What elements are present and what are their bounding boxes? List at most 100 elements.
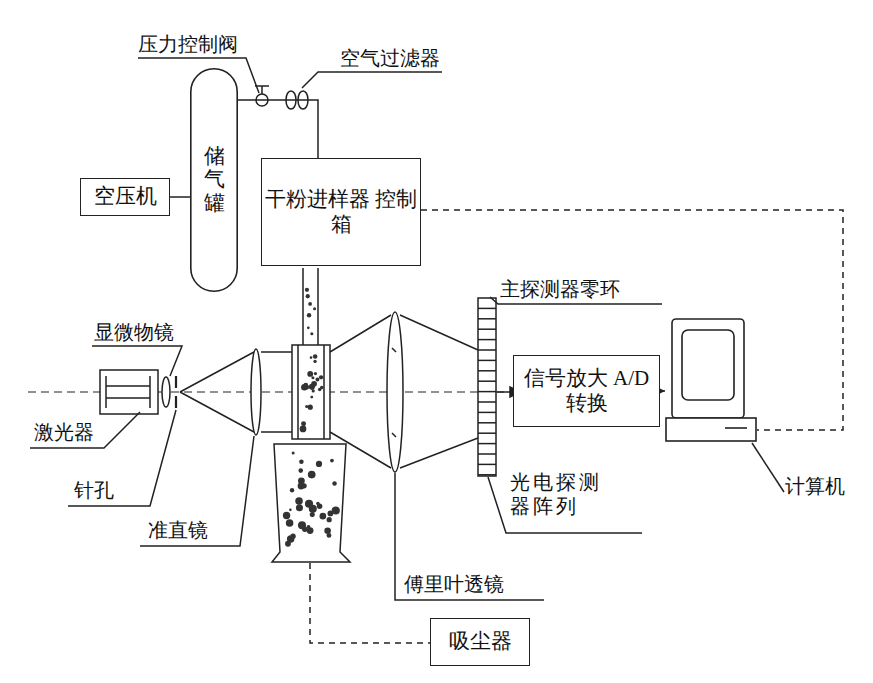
detector-array	[478, 298, 496, 476]
part-label: 准直镜	[148, 518, 208, 542]
beam	[180, 352, 254, 432]
particle	[314, 372, 317, 375]
leader-line	[302, 72, 442, 88]
detector-cell	[478, 349, 496, 351]
feeder-control-box: 干粉进样器 控制箱	[261, 158, 421, 266]
particle	[296, 504, 303, 511]
computer: 计算机	[665, 318, 757, 442]
beam	[400, 315, 478, 468]
particle	[308, 405, 313, 410]
particle	[308, 302, 312, 306]
particle	[308, 471, 316, 479]
leader-line	[752, 443, 784, 492]
node-text: 干粉进样器 控制箱	[262, 187, 420, 237]
particle	[307, 525, 311, 529]
computer-base	[666, 418, 756, 441]
particle	[299, 459, 304, 464]
particle	[310, 356, 313, 359]
particle	[289, 509, 292, 512]
particles	[305, 288, 316, 336]
objective-lens	[162, 377, 170, 407]
laser-detail	[106, 376, 150, 408]
particle	[327, 533, 332, 538]
particle	[313, 354, 318, 359]
laser	[100, 370, 158, 414]
part-label: 针孔	[74, 478, 114, 502]
particle	[315, 378, 319, 382]
particle	[290, 534, 295, 539]
part-label: 傅里叶透镜	[404, 572, 504, 596]
particle	[313, 360, 316, 363]
collecting-bin	[272, 444, 350, 562]
detector-cell	[478, 464, 496, 466]
detector-cell	[478, 432, 496, 434]
particle	[290, 488, 294, 492]
detector-cell	[478, 474, 496, 476]
detector-cell	[478, 422, 496, 424]
particle	[324, 527, 331, 534]
particle	[319, 375, 323, 379]
part-label: 光电探测器阵列	[510, 470, 614, 518]
node-text: 吸尘器	[449, 629, 512, 654]
air-tank: 储气罐	[190, 68, 238, 292]
detector-cell	[478, 339, 496, 341]
particle	[283, 512, 290, 519]
particle	[292, 451, 295, 454]
beam	[261, 352, 292, 432]
detector-cell	[478, 370, 496, 372]
cell-window	[298, 345, 324, 439]
detector-cells	[478, 308, 496, 474]
leader-line	[140, 436, 254, 546]
particle	[285, 541, 291, 547]
particle	[306, 294, 310, 298]
compressor-box: 空压机	[80, 178, 170, 216]
particle	[320, 513, 327, 520]
detector-cell	[478, 401, 496, 403]
particle	[310, 332, 313, 335]
fourier-lens	[387, 312, 403, 472]
part-label: 激光器	[34, 420, 94, 444]
particle	[307, 326, 310, 329]
particle	[332, 506, 340, 514]
particle	[298, 468, 303, 473]
particle	[316, 461, 322, 467]
feed-tube	[303, 268, 318, 345]
signal-box: 信号放大 A/D转换	[513, 355, 660, 427]
drive-slot	[725, 427, 747, 429]
dust-collector-box: 吸尘器	[430, 618, 530, 666]
particle	[327, 517, 332, 522]
particles	[300, 354, 324, 432]
connector	[237, 100, 318, 158]
particle	[330, 459, 334, 463]
particle	[310, 396, 313, 399]
particle	[309, 505, 317, 513]
particle	[307, 313, 311, 317]
detector-cell	[478, 328, 496, 330]
particle	[316, 502, 320, 506]
node-text: 空压机	[94, 184, 157, 209]
particle	[332, 481, 337, 486]
particle	[295, 497, 303, 505]
particle	[313, 307, 316, 310]
tank-outline	[191, 69, 237, 291]
collimator-lens	[251, 349, 261, 435]
particle	[307, 371, 313, 377]
particle	[305, 288, 309, 292]
part-label: 主探测器零环	[500, 277, 620, 301]
monitor	[672, 319, 744, 418]
screen	[682, 330, 734, 400]
part-label: 压力控制阀	[138, 32, 238, 56]
sample-cell	[292, 345, 330, 439]
part-label: 空气过滤器	[340, 46, 440, 70]
detector-cell	[478, 453, 496, 455]
particle	[311, 376, 314, 379]
particle	[303, 383, 308, 388]
node-text: 计算机	[785, 474, 845, 498]
detector-cell	[478, 380, 496, 382]
leader-line	[30, 412, 140, 448]
lens-mark	[392, 348, 396, 437]
particle	[309, 384, 315, 390]
node-text: 信号放大 A/D转换	[514, 366, 659, 416]
particle	[301, 483, 306, 488]
detector-cell	[478, 412, 496, 414]
